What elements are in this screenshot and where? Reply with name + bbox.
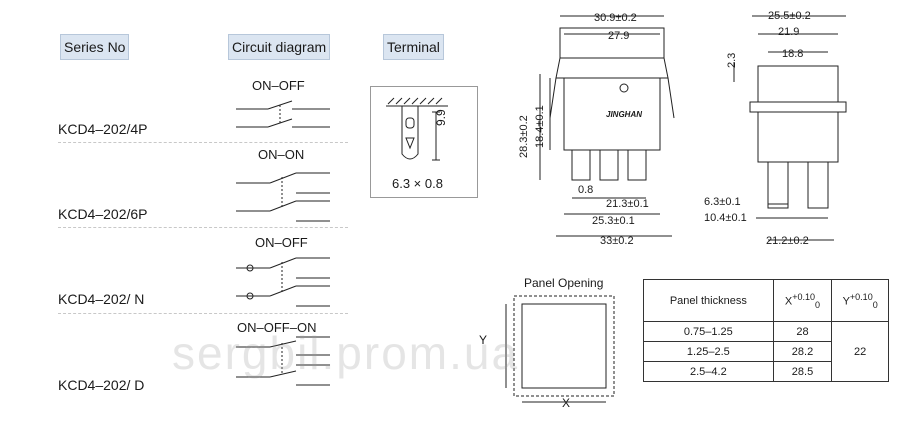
circuit-header: Circuit diagram [228, 34, 331, 60]
watermark: sergbil.prom.ua [172, 327, 520, 379]
side-width-inner: 18.8 [782, 48, 804, 60]
cell-x: 28 [772, 321, 833, 342]
model-d: KCD4–202/ D [58, 377, 145, 393]
panel-opening-title: Panel Opening [524, 276, 604, 290]
circuit-label-on-off-n: ON–OFF [255, 235, 308, 250]
row-separator [58, 227, 348, 228]
front-pitch-2: 25.3±0.1 [592, 215, 635, 227]
cell-thickness: 2.5–4.2 [643, 361, 774, 382]
panel-opening-drawing [505, 295, 615, 403]
col-header-y: Y+0.100 [831, 279, 889, 322]
row-separator [58, 142, 348, 143]
circuit-label-on-on: ON–ON [258, 147, 305, 162]
cell-thickness: 0.75–1.25 [643, 321, 774, 342]
table-row: 1.25–2.5 28.2 [643, 341, 889, 362]
panel-y-label: Y [479, 333, 488, 347]
side-pitch: 21.2±0.2 [766, 235, 809, 247]
circuit-label-on-off-on: ON–OFF–ON [237, 320, 317, 335]
front-thickness: 0.8 [578, 184, 594, 196]
terminal-drawing [386, 97, 448, 161]
front-width-outer: 30.9±0.2 [594, 12, 637, 24]
col-header-thickness: Panel thickness [643, 279, 774, 322]
terminal-box [370, 86, 478, 198]
panel-thickness-table: Panel thickness X+0.100 Y+0.100 0.75–1.2… [643, 279, 889, 382]
cell-thickness: 1.25–2.5 [643, 341, 774, 362]
side-view-drawing [733, 15, 847, 241]
side-term-width: 6.3±0.1 [704, 196, 741, 208]
col-header-x: X+0.100 [772, 279, 833, 322]
circuit-6p [236, 172, 330, 222]
cell-y: 22 [831, 321, 889, 382]
panel-x-label: X [562, 396, 571, 410]
front-pitch-1: 21.3±0.1 [606, 198, 649, 210]
model-n: KCD4–202/ N [58, 291, 145, 307]
circuit-4p [236, 100, 330, 128]
side-width-mid: 21.9 [778, 26, 800, 38]
side-term-gap: 10.4±0.1 [704, 212, 747, 224]
cell-x: 28.5 [772, 361, 833, 382]
terminal-height: 9.9 [434, 109, 448, 126]
model-4p: KCD4–202/4P [58, 121, 148, 137]
front-height-body: 18.4±0.1 [534, 105, 546, 148]
front-view-drawing [539, 15, 675, 237]
table-row: 2.5–4.2 28.5 [643, 361, 889, 382]
front-width-base: 33±0.2 [600, 235, 634, 247]
series-header: Series No [60, 34, 130, 60]
front-width-inner: 27.9 [608, 30, 630, 42]
cell-x: 28.2 [772, 341, 833, 362]
circuit-d [236, 336, 330, 386]
row-separator [58, 313, 348, 314]
model-6p: KCD4–202/6P [58, 206, 148, 222]
circuit-n [236, 257, 330, 307]
side-top: 2.3 [726, 52, 738, 68]
terminal-header: Terminal [383, 34, 444, 60]
table-row: 0.75–1.25 28 22 [643, 321, 889, 382]
terminal-size: 6.3 × 0.8 [392, 176, 443, 191]
brand-label: JINGHAN [606, 110, 643, 119]
circuit-label-on-off: ON–OFF [252, 78, 305, 93]
front-height-total: 28.3±0.2 [518, 115, 530, 158]
circuit-diagrams [236, 100, 330, 386]
side-width-outer: 25.5±0.2 [768, 10, 811, 22]
